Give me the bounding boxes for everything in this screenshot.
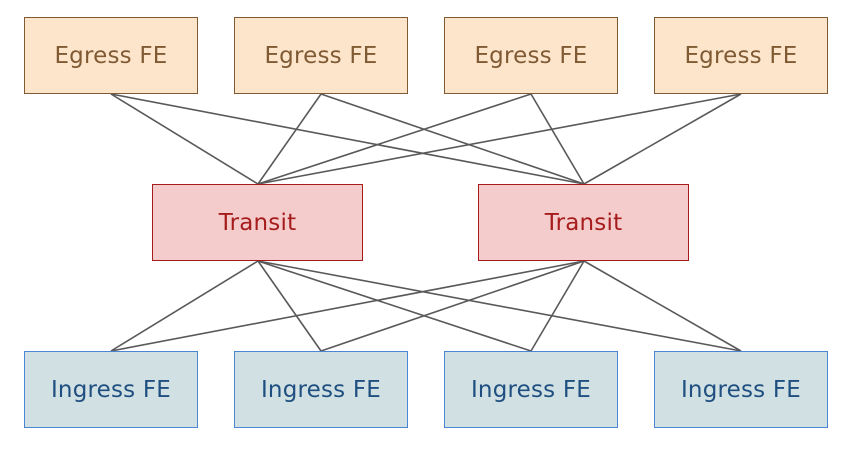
link-egress-1-to-transit-1 <box>320 93 585 185</box>
link-ingress-3-to-transit-1 <box>583 260 742 352</box>
link-ingress-0-to-transit-1 <box>110 260 585 352</box>
ingress-fe-label: Ingress FE <box>260 376 382 403</box>
egress-fe-label: Egress FE <box>684 42 798 69</box>
link-egress-0-to-transit-1 <box>110 93 585 185</box>
link-ingress-1-to-transit-0 <box>257 260 322 352</box>
transit-node-2: Transit <box>478 184 689 261</box>
link-egress-2-to-transit-0 <box>257 93 532 185</box>
link-egress-0-to-transit-0 <box>110 93 259 185</box>
link-ingress-2-to-transit-1 <box>530 260 585 352</box>
egress-fe-label: Egress FE <box>264 42 378 69</box>
egress-fe-label: Egress FE <box>474 42 588 69</box>
link-egress-3-to-transit-0 <box>257 93 742 185</box>
egress-fe-node-4: Egress FE <box>654 17 828 94</box>
ingress-fe-node-3: Ingress FE <box>444 351 618 428</box>
link-ingress-0-to-transit-0 <box>110 260 259 352</box>
link-ingress-1-to-transit-1 <box>320 260 585 352</box>
ingress-fe-node-2: Ingress FE <box>234 351 408 428</box>
link-ingress-3-to-transit-0 <box>257 260 742 352</box>
link-ingress-2-to-transit-0 <box>257 260 532 352</box>
link-egress-2-to-transit-1 <box>530 93 585 185</box>
transit-node-1: Transit <box>152 184 363 261</box>
transit-label: Transit <box>544 209 623 236</box>
ingress-fe-label: Ingress FE <box>50 376 172 403</box>
ingress-fe-node-1: Ingress FE <box>24 351 198 428</box>
egress-fe-node-1: Egress FE <box>24 17 198 94</box>
egress-fe-label: Egress FE <box>54 42 168 69</box>
link-egress-3-to-transit-1 <box>583 93 742 185</box>
ingress-fe-node-4: Ingress FE <box>654 351 828 428</box>
ingress-fe-label: Ingress FE <box>680 376 802 403</box>
link-egress-1-to-transit-0 <box>257 93 322 185</box>
transit-label: Transit <box>218 209 297 236</box>
egress-fe-node-2: Egress FE <box>234 17 408 94</box>
egress-fe-node-3: Egress FE <box>444 17 618 94</box>
ingress-fe-label: Ingress FE <box>470 376 592 403</box>
